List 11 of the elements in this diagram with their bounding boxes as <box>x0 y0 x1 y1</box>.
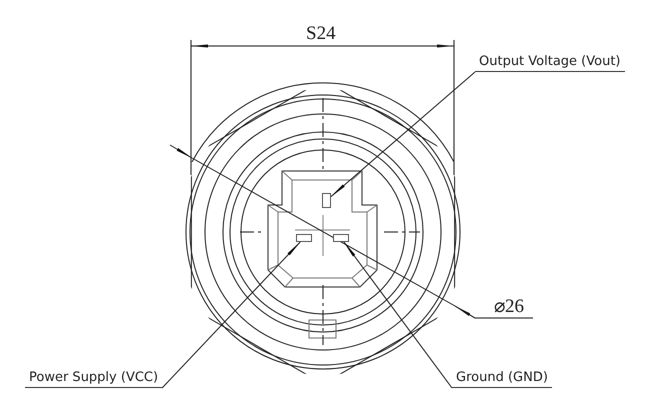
callout-label: Power Supply (VCC) <box>25 370 162 388</box>
leader-line <box>343 241 452 388</box>
leader-line <box>162 241 301 388</box>
callout-label: Output Voltage (Vout) <box>475 54 625 72</box>
connector-pin <box>322 193 331 208</box>
dimension-label: S24 <box>306 24 336 44</box>
connector-pin <box>333 234 349 242</box>
callout-label: Ground (GND) <box>452 370 552 388</box>
connector-pin <box>296 234 312 242</box>
dimension-label: ⌀26 <box>494 297 524 317</box>
leader-line <box>330 72 476 198</box>
